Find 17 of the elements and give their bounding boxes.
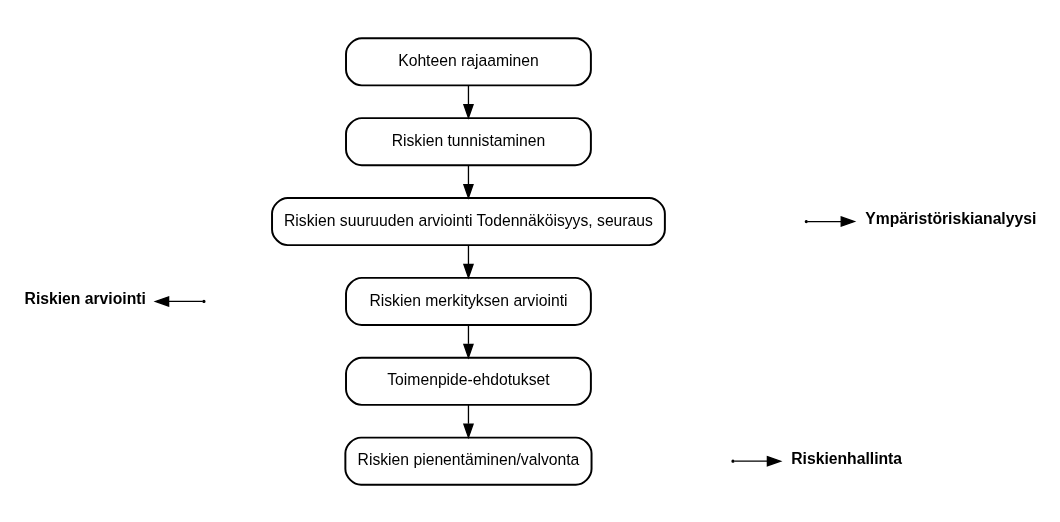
node-text: Riskien arviointi [24, 289, 146, 307]
node-text: Ympäristöriskianalyysi [865, 209, 1037, 227]
node-box: Riskien merkityksen arviointi [345, 276, 592, 326]
arrow [462, 84, 474, 120]
arrow [153, 295, 204, 307]
arrow [462, 164, 474, 200]
arrow [733, 455, 783, 467]
arrow [462, 323, 474, 359]
node-box: Riskien suuruuden arviointi Todennäköisyys, seuraus [271, 196, 666, 246]
arrow [806, 215, 857, 227]
node-box: Riskien pienentäminen/valvonta [344, 436, 593, 486]
node-text: Riskienhallinta [791, 449, 903, 467]
arrow [462, 244, 474, 280]
node-box: Riskien tunnistaminen [345, 116, 592, 166]
arrow [462, 403, 474, 439]
node-box: Toimenpide-ehdotukset [345, 356, 592, 406]
node-box: Kohteen rajaaminen [345, 36, 592, 86]
